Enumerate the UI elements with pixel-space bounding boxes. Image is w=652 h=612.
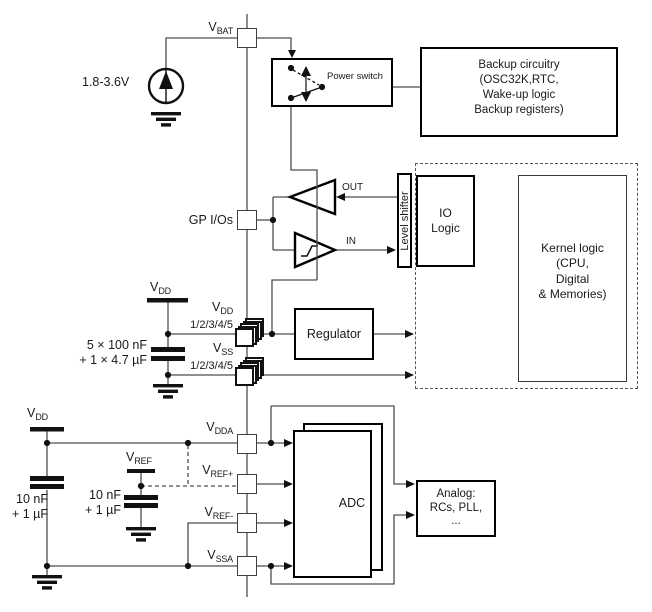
supply-bars [30,298,188,473]
analog-peripherals-box: Analog: RCs, PLL, ... [416,480,496,537]
power-switch-symbol [287,64,326,102]
vdda-label: VDDA [206,420,233,436]
vdda-decoupling-label: 10 nF + 1 µF [11,492,48,521]
analog-line-2: RCs, PLL, [429,501,483,514]
backup-line-4: Backup registers) [474,104,564,116]
io-logic-line-1: IO [439,206,452,220]
analog-line-1: Analog: [436,488,476,501]
pin-vssa [237,556,257,576]
gpio-label: GP I/Os [188,213,233,227]
power-switch-label: Power switch [327,71,383,82]
level-shifter-box: Level shifter [397,173,412,268]
in-signal-label: IN [346,236,356,247]
io-logic-box: IO Logic [416,175,475,267]
kernel-logic-box: Kernel logic (CPU, Digital & Memories) [518,175,627,382]
vbat-label: VBAT [208,20,233,36]
vss-pins-label: VSS 1/2/3/4/5 [190,341,233,372]
vref-label: VREF [126,450,152,466]
junction-dots [43,216,277,570]
io-logic-line-2: Logic [431,221,460,235]
level-shifter-label: Level shifter [398,190,411,251]
vdd-decoupling-label: 5 × 100 nF + 1 × 4.7 µF [79,338,147,367]
kernel-line-3: Digital [555,271,590,286]
pin-vbat [237,28,257,48]
regulator-label: Regulator [306,327,362,341]
ground-symbols [32,112,183,590]
output-buffer-triangle [286,178,337,216]
adc-label: ADC [338,496,366,510]
battery-source-symbol [147,67,185,105]
pin-vdda [237,434,257,454]
arrowheads [284,50,415,570]
backup-circuitry-box: Backup circuitry (OSC32K,RTC, Wake-up lo… [420,47,618,137]
backup-line-3: Wake-up logic [482,89,556,101]
vdd-rail-label: VDD [150,280,171,296]
dashed-wires [141,445,237,487]
vref-minus-label: VREF- [204,505,233,521]
regulator-box: Regulator [294,308,374,360]
pin-stack-vss [235,357,264,386]
vref-decoupling-label: 10 nF + 1 µF [84,488,121,517]
adc-box-front [293,430,372,578]
out-signal-label: OUT [342,182,364,193]
kernel-line-1: Kernel logic [541,240,604,255]
backup-line-1: Backup circuitry [478,59,560,71]
kernel-line-2: (CPU, [556,256,589,270]
vdd-pins-label: VDD 1/2/3/4/5 [190,300,233,331]
io-buffer-symbols [271,178,339,334]
pin-stack-vdd [235,318,264,347]
power-switch-box [271,58,393,107]
battery-voltage-label: 1.8-3.6V [82,75,130,89]
pin-vref-minus [237,513,257,533]
pin-vref-plus [237,474,257,494]
vdd-analog-label: VDD [27,406,48,422]
digital-domain-dashed-box [415,163,638,389]
hysteresis-icon [301,245,318,257]
backup-line-2: (OSC32K,RTC, [479,74,559,86]
vssa-label: VSSA [207,548,233,564]
pin-gpio [237,210,257,230]
capacitor-symbols [30,347,185,508]
analog-line-3: ... [451,515,461,528]
schmitt-trigger-triangle [293,231,339,269]
kernel-line-4: & Memories) [538,287,607,301]
vref-plus-label: VREF+ [202,463,233,479]
